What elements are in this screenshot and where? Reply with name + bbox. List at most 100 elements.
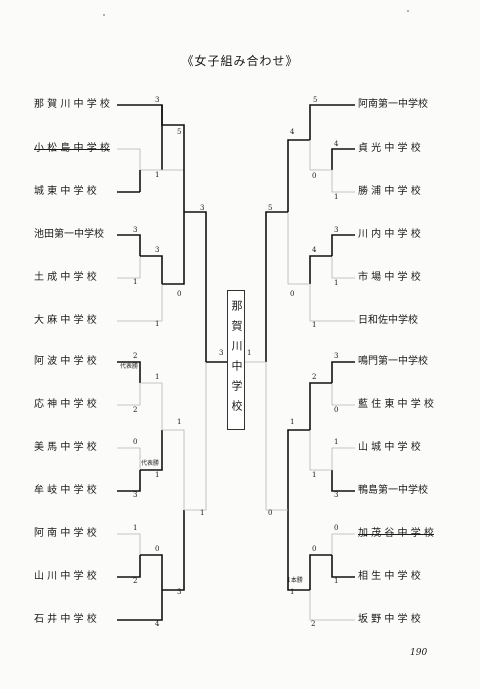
bracket-line <box>117 234 141 256</box>
bracket-line <box>331 170 355 193</box>
score: 2 <box>133 577 138 585</box>
bracket-line <box>309 140 332 171</box>
bracket-line <box>117 256 141 279</box>
bracket-line <box>331 234 355 256</box>
bracket-line <box>331 148 355 170</box>
right-team-3: 勝 浦 中 学 校 <box>358 186 421 197</box>
score: 3 <box>334 352 339 360</box>
right-team-10: 鴨島第一中学校 <box>358 485 428 496</box>
bracket-line <box>287 139 310 212</box>
score: 1 <box>155 471 160 479</box>
bracket-line <box>331 470 355 492</box>
left-team-2: 小 松 島 中 学 校 <box>34 143 110 154</box>
bracket-line <box>117 361 141 383</box>
score: 1 <box>177 418 182 426</box>
left-team-4: 池田第一中学校 <box>34 229 104 240</box>
score: 4 <box>312 246 317 254</box>
page-title: 《女子組み合わせ》 <box>181 54 299 68</box>
bracket-line <box>117 555 141 578</box>
right-team-6: 日和佐中学校 <box>358 315 418 326</box>
bracket-line <box>287 510 310 591</box>
page-number: 190 <box>410 648 428 658</box>
bracket-line <box>117 148 141 192</box>
score: 1 <box>334 438 339 446</box>
score: 3 <box>177 588 182 596</box>
score: 1 <box>200 509 205 517</box>
left-team-10: 牟 岐 中 学 校 <box>34 485 97 496</box>
score: 1 <box>312 471 317 479</box>
score: 0 <box>268 509 273 517</box>
bracket-line <box>117 383 141 406</box>
score: 0 <box>177 290 182 298</box>
bracket-line <box>162 429 185 510</box>
score: 1 <box>312 321 317 329</box>
right-team-4: 川 内 中 学 校 <box>358 229 421 240</box>
left-team-12: 山 川 中 学 校 <box>34 571 97 582</box>
left-team-5: 土 成 中 学 校 <box>34 272 97 283</box>
right-team-7: 鳴門第一中学校 <box>358 356 428 367</box>
right-team-13: 坂 野 中 学 校 <box>358 614 421 625</box>
left-team-3: 城 東 中 学 校 <box>34 186 97 197</box>
score: 2 <box>312 373 317 381</box>
score: 4 <box>290 128 295 136</box>
right-team-8: 藍 住 東 中 学 校 <box>358 399 434 410</box>
score: 0 <box>290 290 295 298</box>
bracket-line <box>117 533 141 555</box>
champion-name: 那賀川中学校 <box>230 300 243 420</box>
score: 3 <box>219 349 224 357</box>
right-team-9: 山 城 中 学 校 <box>358 442 421 453</box>
note-one-point-win: 1本勝 <box>287 577 303 584</box>
score: 5 <box>177 128 182 136</box>
score: 4 <box>155 620 160 628</box>
bracket-line <box>140 430 163 471</box>
bracket-line <box>117 104 163 170</box>
score: 1 <box>155 171 160 179</box>
bracket-line <box>309 284 355 322</box>
score: 1 <box>155 320 160 328</box>
bracket-line <box>184 211 207 362</box>
score: 1 <box>155 373 160 381</box>
score: 1 <box>133 278 138 286</box>
score: 3 <box>334 491 339 499</box>
left-team-9: 美 馬 中 学 校 <box>34 442 97 453</box>
bracket-line <box>331 383 355 406</box>
score: 0 <box>312 545 317 553</box>
score: 3 <box>155 246 160 254</box>
right-team-5: 市 場 中 学 校 <box>358 272 421 283</box>
bracket-line <box>309 590 355 621</box>
bracket-line <box>331 447 355 470</box>
score: 1 <box>334 279 339 287</box>
bracket-line <box>309 430 332 471</box>
right-team-2: 貞 光 中 学 校 <box>358 143 421 154</box>
bracket-line <box>162 212 185 285</box>
score: 3 <box>334 226 339 234</box>
bracket-line <box>184 362 207 511</box>
score: 1 <box>334 193 339 201</box>
scan-speck <box>407 10 409 12</box>
bracket-line <box>140 554 163 590</box>
score: 1 <box>290 588 295 596</box>
bracket-line <box>161 105 185 170</box>
score: 5 <box>313 96 318 104</box>
bracket-line <box>309 255 332 284</box>
bracket-line <box>140 382 163 430</box>
score: 3 <box>133 226 138 234</box>
bracket-line <box>331 256 355 279</box>
bracket-line <box>265 362 288 511</box>
champion-box: 那賀川中学校 <box>227 290 245 430</box>
score: 2 <box>133 406 138 414</box>
score: 0 <box>312 172 317 180</box>
right-team-11: 加 茂 谷 中 学 校 <box>358 528 434 539</box>
bracket-line <box>331 533 355 555</box>
score: 3 <box>133 491 138 499</box>
left-team-6: 大 麻 中 学 校 <box>34 315 97 326</box>
score: 2 <box>133 352 138 360</box>
left-team-1: 那 賀 川 中 学 校 <box>34 99 110 110</box>
score: 0 <box>334 524 339 532</box>
bracket-line <box>117 590 163 621</box>
bracket-line <box>287 429 310 510</box>
scan-speck <box>103 14 105 16</box>
right-team-12: 相 生 中 学 校 <box>358 571 421 582</box>
left-team-13: 石 井 中 学 校 <box>34 614 97 625</box>
